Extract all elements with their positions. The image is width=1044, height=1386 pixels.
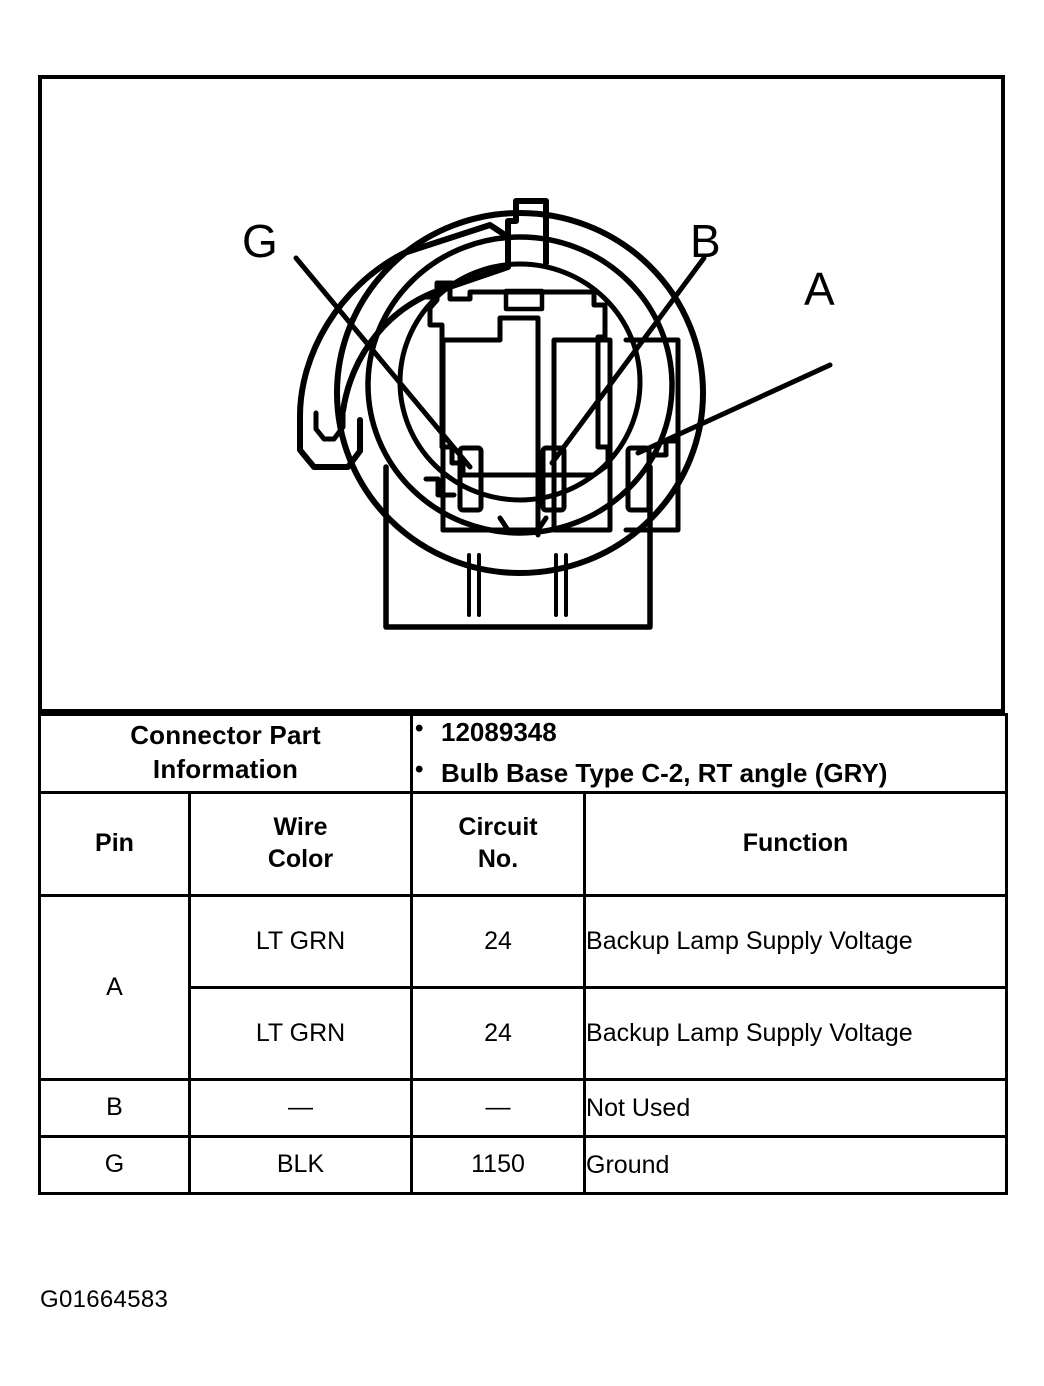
- connector-outer-shell: [334, 210, 706, 576]
- cell-pin: A: [38, 893, 191, 1081]
- cell-wire-color: LT GRN: [187, 985, 414, 1081]
- cavity-wall-middle: [551, 337, 613, 533]
- locking-arm-inner: [313, 408, 346, 442]
- terminal-slot-b: [540, 445, 567, 513]
- callout-label-a: A: [804, 263, 835, 315]
- connector-part-info-label-line2: Information: [152, 754, 299, 785]
- connector-part-info-label: Connector Part Information: [37, 713, 414, 794]
- figure-caption: G01664583: [40, 1286, 169, 1313]
- column-header-circuit-no: Circuit No.: [410, 790, 587, 897]
- callout-label-b: B: [690, 215, 721, 267]
- terminal-slot-a: [625, 445, 652, 513]
- connector-illustration: G B A: [38, 75, 1005, 715]
- cell-wire-color: BLK: [187, 1134, 414, 1195]
- connector-keyway-housing: [427, 284, 611, 478]
- connector-spec-table: Connector Part Information 12089348 Bulb…: [37, 713, 1009, 1195]
- cell-circuit-no: 1150: [410, 1134, 587, 1195]
- connector-part-info-label-line1: Connector Part: [130, 720, 321, 751]
- cell-circuit-no: 24: [410, 985, 587, 1081]
- table-row: LT GRN 24 Backup Lamp Supply Voltage: [40, 985, 1009, 1081]
- cell-function: Not Used: [583, 1077, 1009, 1138]
- callout-label-g: G: [242, 215, 278, 267]
- column-header-wire-color-line1: Wire: [273, 813, 328, 842]
- table-row: A LT GRN 24 Backup Lamp Supply Voltage: [38, 893, 1009, 1081]
- column-header-wire-color-line2: Color: [267, 844, 334, 873]
- cell-pin: G: [38, 1134, 191, 1195]
- top-key-notch: [503, 288, 545, 312]
- column-header-circuit-no-line1: Circuit: [458, 813, 538, 842]
- cell-wire-color: —: [187, 1077, 414, 1138]
- column-header-pin: Pin: [38, 790, 191, 897]
- locking-arm-outer: [297, 222, 511, 419]
- leader-line-g: [293, 255, 473, 470]
- top-key-tab: [505, 198, 549, 266]
- table-row: G BLK 1150 Ground: [38, 1134, 1009, 1195]
- connector-part-info-row: Connector Part Information 12089348 Bulb…: [37, 713, 1009, 794]
- list-item: 12089348: [415, 714, 1005, 749]
- table-header-row: Pin Wire Color Circuit No. Function: [38, 790, 1009, 897]
- list-item: Bulb Base Type C-2, RT angle (GRY): [415, 755, 1005, 790]
- table-row: B — — Not Used: [38, 1077, 1009, 1138]
- cell-function: Backup Lamp Supply Voltage: [583, 985, 1009, 1081]
- connector-base-outline: [383, 464, 653, 630]
- cell-pin: B: [38, 1077, 191, 1138]
- cell-function: Backup Lamp Supply Voltage: [583, 893, 1009, 989]
- connector-part-info-bullet-list: 12089348 Bulb Base Type C-2, RT angle (G…: [413, 714, 1005, 791]
- leader-line-b: [549, 255, 707, 466]
- connector-part-info-values: 12089348 Bulb Base Type C-2, RT angle (G…: [410, 713, 1009, 794]
- cell-wire-color: LT GRN: [187, 893, 414, 989]
- cavity-wall-left: [440, 315, 541, 538]
- illustration-frame: [38, 75, 1005, 713]
- column-header-circuit-no-line2: No.: [477, 844, 519, 873]
- cell-function: Ground: [583, 1134, 1009, 1195]
- leader-line-a: [635, 362, 833, 456]
- connector-drawing-svg: G B A: [242, 198, 835, 630]
- locking-arm-tip: [297, 413, 363, 470]
- column-header-function: Function: [583, 790, 1009, 897]
- connector-inner-ring: [365, 234, 675, 536]
- cell-circuit-no: 24: [410, 893, 587, 989]
- cell-circuit-no: —: [410, 1077, 587, 1138]
- column-header-wire-color: Wire Color: [187, 790, 414, 897]
- terminal-slot-g: [457, 445, 484, 513]
